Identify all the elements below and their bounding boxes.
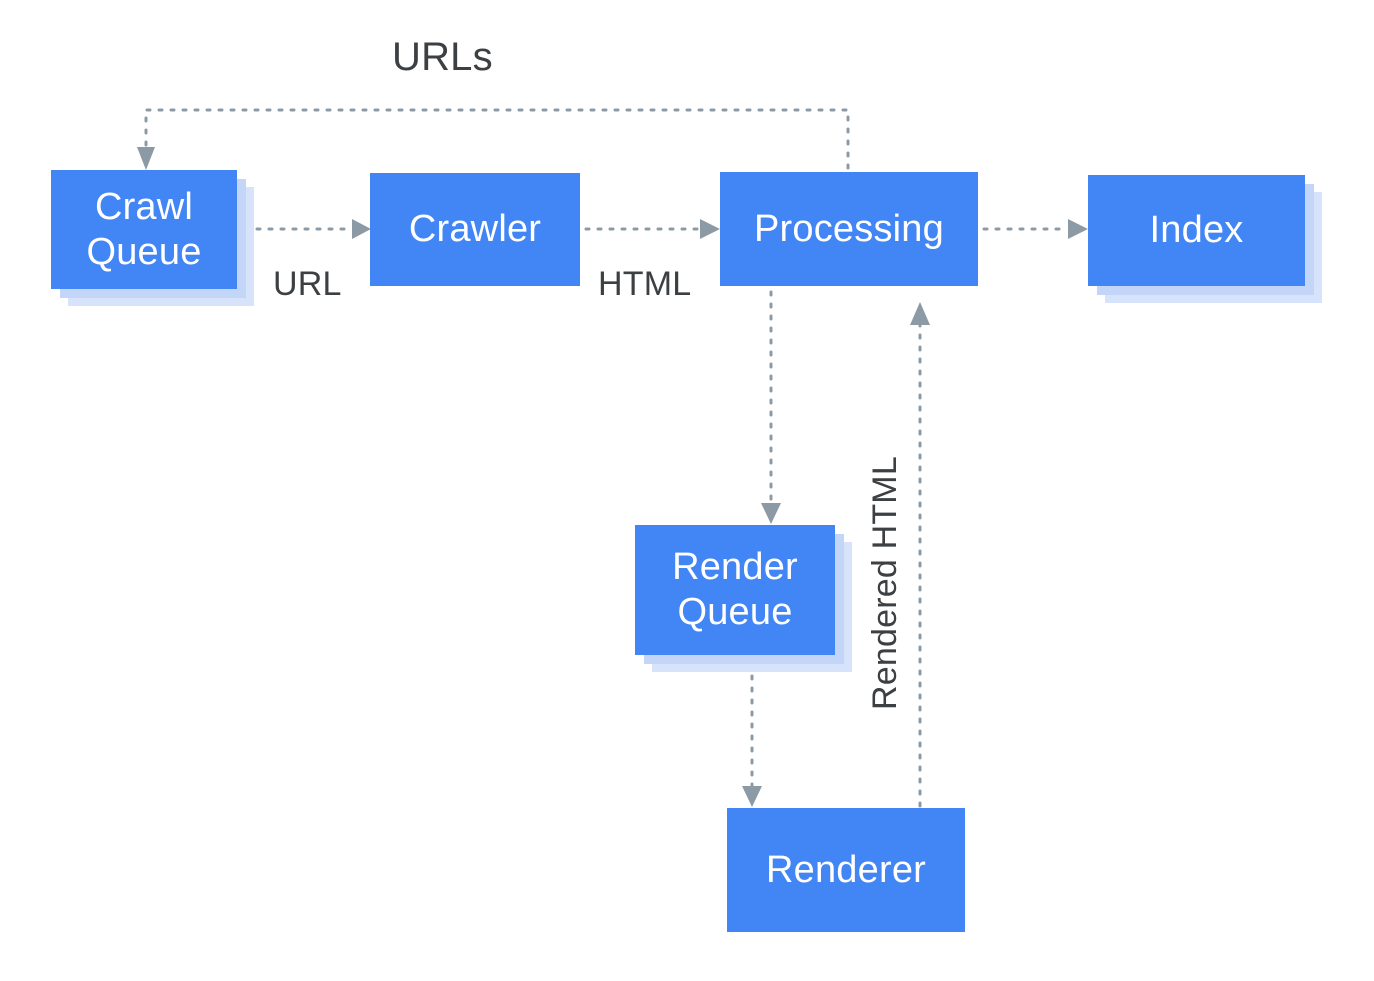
node-face: Crawler — [370, 173, 580, 286]
edge-label-urls: URLs — [392, 35, 493, 79]
node-face: Render Queue — [635, 525, 835, 655]
edge-html — [584, 219, 720, 239]
node-face: Processing — [720, 172, 978, 286]
node-face: Renderer — [727, 808, 965, 932]
edge-to-index — [982, 219, 1088, 239]
edge-label-url: URL — [273, 265, 342, 303]
node-label-processing: Processing — [754, 207, 944, 250]
edge-to-render-queue — [761, 290, 781, 524]
node-label-render-queue: Render Queue — [672, 546, 798, 633]
node-crawl-queue[interactable]: Crawl Queue — [51, 170, 254, 306]
node-render-queue[interactable]: Render Queue — [635, 525, 852, 672]
node-processing[interactable]: Processing — [720, 172, 978, 286]
node-label-crawl-queue: Crawl Queue — [86, 185, 202, 273]
node-index[interactable]: Index — [1088, 175, 1322, 303]
node-label-crawler: Crawler — [408, 208, 542, 251]
edge-url — [255, 219, 371, 239]
node-face: Crawl Queue — [51, 170, 237, 289]
node-renderer[interactable]: Renderer — [727, 808, 965, 932]
edge-rendered-html — [910, 302, 930, 808]
node-label-index: Index — [1149, 209, 1244, 252]
node-face: Index — [1088, 175, 1305, 286]
node-crawler[interactable]: Crawler — [370, 173, 580, 286]
edge-to-renderer — [742, 674, 762, 807]
edge-label-rendered-html: Rendered HTML — [866, 456, 904, 710]
node-label-renderer: Renderer — [765, 848, 927, 891]
edge-label-html: HTML — [598, 265, 692, 303]
edge-urls — [137, 108, 850, 170]
